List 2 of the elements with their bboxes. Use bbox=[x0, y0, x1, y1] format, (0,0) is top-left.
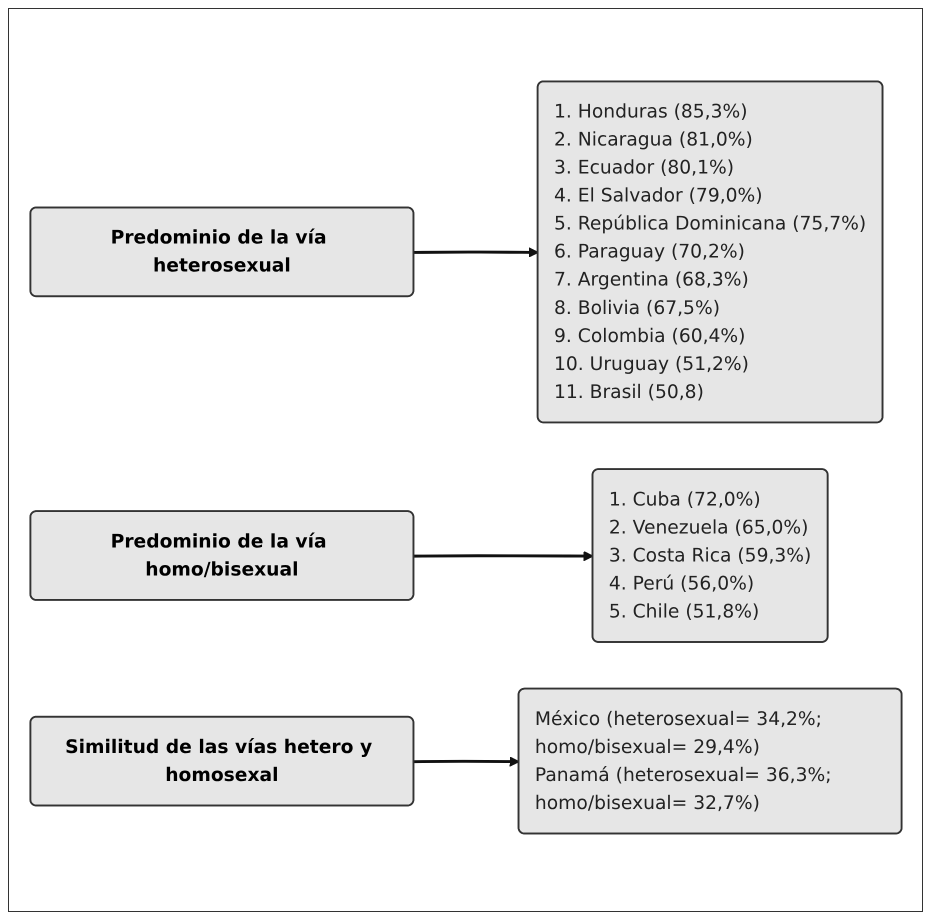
arrow bbox=[414, 247, 538, 258]
arrow bbox=[414, 756, 520, 767]
